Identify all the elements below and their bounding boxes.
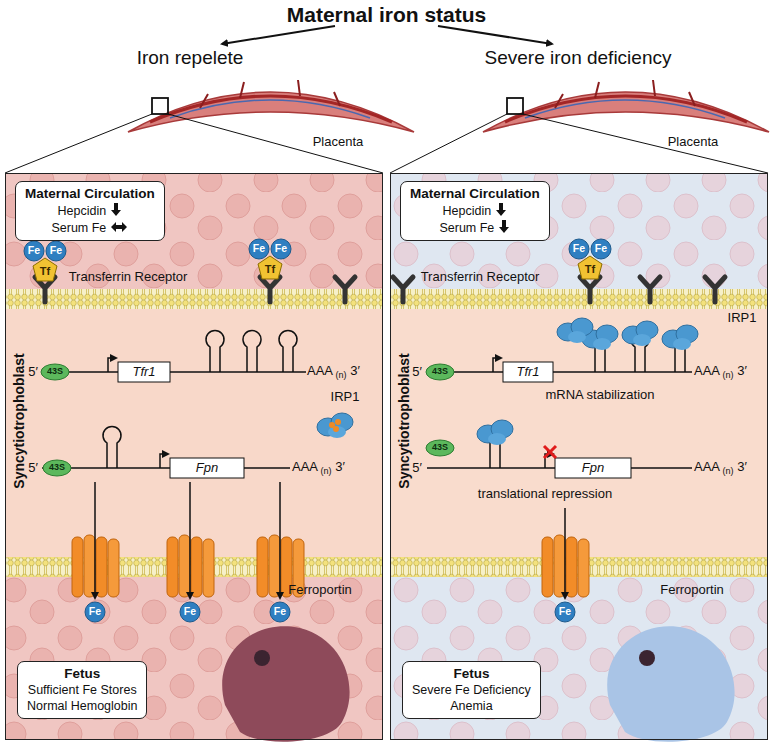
box-line: Fetus — [27, 666, 137, 683]
part-label: 5′ — [28, 365, 38, 379]
box-line: Hepcidin — [25, 203, 155, 220]
gene-label: Tfr1 — [132, 365, 155, 379]
part-label: IRP1 — [331, 390, 360, 404]
iron-label: Fe — [184, 606, 196, 617]
subscript-label: (n) — [321, 467, 332, 476]
ribosome-label: 43S — [432, 443, 448, 452]
iron-label: Fe — [573, 243, 585, 254]
ribosome-label: 43S — [432, 367, 448, 376]
box-text: Serum Fe — [439, 221, 494, 235]
part-label: AAA — [694, 364, 720, 378]
part-label: Transferrin Receptor — [421, 270, 540, 284]
box-heading: Fetus — [453, 666, 489, 681]
iron-label: Fe — [50, 245, 62, 256]
box-text: Hepcidin — [58, 204, 107, 218]
part-label: Transferrin Receptor — [69, 270, 188, 284]
circulation-box: Maternal CirculationHepcidinSerum Fe — [400, 181, 550, 241]
box-line: Hepcidin — [410, 203, 540, 220]
part-label: 3′ — [335, 460, 345, 474]
panel-heading: Severe iron deficiency — [485, 48, 672, 68]
gene-label: Fpn — [196, 461, 218, 475]
iron-label: Fe — [274, 606, 286, 617]
subscript-label: (n) — [723, 467, 734, 476]
ribosome-label: 43S — [49, 463, 65, 472]
subscript-label: (n) — [723, 371, 734, 380]
box-text: Normal Hemoglobin — [27, 699, 137, 713]
box-heading: Maternal Circulation — [410, 186, 540, 201]
part-label: Ferroportin — [288, 583, 352, 597]
box-heading: Fetus — [64, 666, 100, 681]
part-label: AAA — [694, 460, 720, 474]
box-text: Serum Fe — [51, 221, 106, 235]
part-label: mRNA stabilization — [545, 388, 654, 402]
decrease-arrow — [498, 220, 510, 234]
circulation-box: Maternal CirculationHepcidinSerum Fe — [15, 181, 165, 241]
box-line: Severe Fe Deficiency — [412, 683, 531, 699]
diagram-title: Maternal iron status — [0, 3, 773, 27]
part-label: AAA — [307, 364, 333, 378]
tissue-panel: Syncytiotrophoblast Maternal CirculationH… — [390, 173, 768, 740]
box-text: Severe Fe Deficiency — [412, 683, 531, 697]
unchanged-arrow — [110, 220, 128, 234]
tissue-panel: Syncytiotrophoblast Maternal CirculationH… — [5, 173, 383, 740]
box-line: Anemia — [412, 699, 531, 715]
part-label: 3′ — [737, 460, 747, 474]
part-label: Placenta — [668, 135, 719, 149]
box-text: Anemia — [450, 699, 492, 713]
iron-label: Fe — [253, 243, 265, 254]
transferrin-label: Tf — [585, 264, 595, 276]
iron-label: Fe — [275, 243, 287, 254]
part-label: 5′ — [28, 461, 38, 475]
part-label: 3′ — [737, 364, 747, 378]
box-line: Normal Hemoglobin — [27, 699, 137, 715]
iron-label: Fe — [28, 245, 40, 256]
decrease-arrow — [110, 203, 122, 217]
panel-heading: Iron repelete — [137, 48, 244, 68]
box-text: Hepcidin — [443, 204, 492, 218]
box-line: Fetus — [412, 666, 531, 683]
gene-label: Tfr1 — [516, 365, 539, 379]
iron-label: Fe — [559, 606, 571, 617]
iron-label: Fe — [89, 606, 101, 617]
iron-label: Fe — [595, 243, 607, 254]
part-label: translational repression — [478, 487, 612, 501]
decrease-arrow — [495, 203, 507, 217]
box-line: Maternal Circulation — [25, 186, 155, 203]
layer-label: Syncytiotrophoblast — [11, 353, 27, 488]
part-label: 3′ — [350, 364, 360, 378]
layer-label: Syncytiotrophoblast — [396, 353, 412, 488]
part-label: Ferroportin — [660, 583, 724, 597]
subscript-label: (n) — [336, 371, 347, 380]
box-line: Maternal Circulation — [410, 186, 540, 203]
fetus-box: FetusSufficient Fe StoresNormal Hemoglob… — [17, 661, 147, 719]
part-label: IRP1 — [728, 311, 757, 325]
part-label: Placenta — [313, 135, 364, 149]
ribosome-label: 43S — [47, 367, 63, 376]
box-line: Serum Fe — [410, 220, 540, 237]
gene-label: Fpn — [582, 461, 604, 475]
part-label: 5′ — [412, 365, 422, 379]
box-line: Serum Fe — [25, 220, 155, 237]
part-label: AAA — [292, 460, 318, 474]
fetus-box: FetusSevere Fe DeficiencyAnemia — [402, 661, 541, 719]
part-label: 5′ — [412, 461, 422, 475]
transferrin-label: Tf — [40, 266, 50, 278]
box-text: Sufficient Fe Stores — [28, 683, 137, 697]
transferrin-label: Tf — [265, 264, 275, 276]
box-line: Sufficient Fe Stores — [27, 683, 137, 699]
box-heading: Maternal Circulation — [25, 186, 155, 201]
